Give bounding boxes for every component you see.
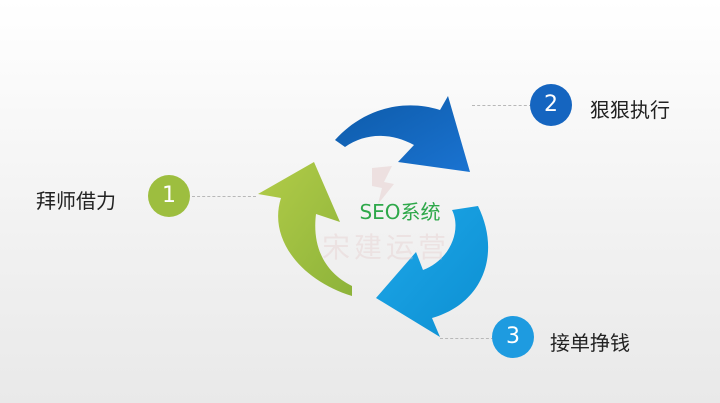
step-3-badge: 3 bbox=[492, 316, 534, 358]
step-1-number: 1 bbox=[162, 183, 176, 208]
watermark-logo-mark bbox=[372, 166, 394, 204]
step-2-label: 狠狠执行 bbox=[590, 98, 670, 122]
step-3-label: 接单挣钱 bbox=[550, 331, 630, 355]
step-2-badge: 2 bbox=[530, 84, 572, 126]
step-1-label: 拜师借力 bbox=[36, 189, 116, 213]
arrow-top bbox=[335, 96, 470, 172]
center-title: SEO系统 bbox=[359, 200, 441, 224]
step-3-number: 3 bbox=[506, 324, 520, 349]
leader-line-step-2 bbox=[472, 105, 532, 106]
arrow-right bbox=[376, 206, 489, 337]
step-2-number: 2 bbox=[544, 92, 558, 117]
leader-line-step-1 bbox=[192, 196, 256, 197]
arrow-left bbox=[258, 162, 352, 296]
step-1-badge: 1 bbox=[148, 175, 190, 217]
leader-line-step-3 bbox=[440, 338, 494, 339]
watermark-text: 宋建运营 bbox=[322, 231, 451, 264]
